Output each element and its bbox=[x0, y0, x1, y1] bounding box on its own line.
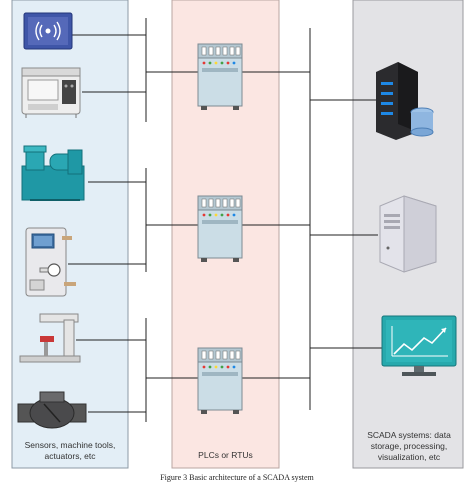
database-server-icon bbox=[376, 62, 434, 140]
sensors-label: Sensors, machine tools, actuators, etc bbox=[24, 440, 116, 461]
flow-valve-icon bbox=[17, 391, 87, 429]
wireless-sensor-icon bbox=[23, 12, 73, 50]
plc-rack-icon bbox=[197, 195, 243, 262]
plc-rack-icon bbox=[197, 43, 243, 110]
control-cabinet-icon bbox=[25, 227, 76, 297]
plcs-label: PLCs or RTUs bbox=[198, 450, 253, 460]
server-tower-icon bbox=[379, 195, 437, 273]
plc-rack-icon bbox=[197, 347, 243, 414]
machine-tool-icon bbox=[19, 313, 81, 363]
scada-label: SCADA systems: data storage, processing,… bbox=[367, 430, 451, 462]
monitor-chart-icon bbox=[381, 315, 457, 376]
pump-motor-icon bbox=[21, 145, 85, 201]
connection-lines bbox=[68, 18, 382, 422]
industrial-oven-icon bbox=[21, 67, 81, 118]
figure-caption: Figure 3 Basic architecture of a SCADA s… bbox=[160, 473, 314, 482]
